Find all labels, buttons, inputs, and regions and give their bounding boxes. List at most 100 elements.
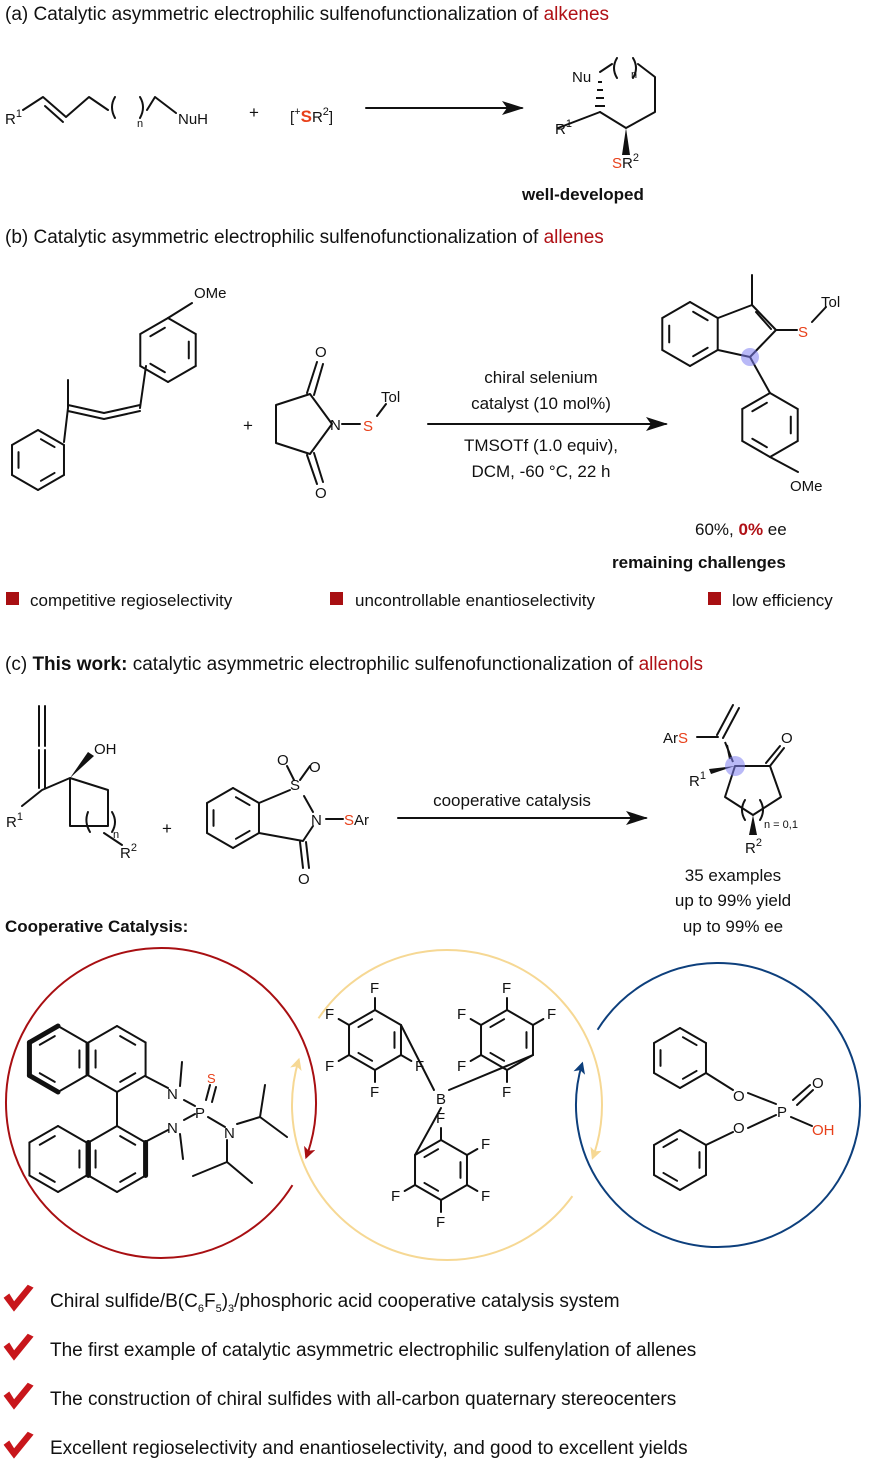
bond <box>480 1009 508 1026</box>
svg-text:R1: R1 <box>555 118 572 138</box>
allene-reactant: OMe <box>11 285 227 491</box>
bond <box>751 437 768 449</box>
bond <box>39 438 56 449</box>
bond <box>139 365 169 383</box>
bond <box>423 1181 440 1192</box>
cyclic-ketone-product: ArS O R1 n = 0,1 R2 <box>663 704 798 857</box>
challenge-item: competitive regioselectivity <box>30 591 233 610</box>
bullet-icon <box>708 592 721 605</box>
bond <box>531 1018 545 1026</box>
bond <box>469 1054 483 1062</box>
result-yield-ee: 60%, 0% ee <box>695 520 787 539</box>
bond <box>689 301 719 319</box>
bond <box>348 1054 376 1071</box>
nuh-label: NuH <box>178 111 208 128</box>
bond <box>692 346 709 358</box>
bond <box>119 1135 137 1146</box>
bond <box>440 1139 468 1156</box>
svg-text:DCM, -60 °C, 22 h: DCM, -60 °C, 22 h <box>471 462 610 481</box>
svg-text:chiral selenium: chiral selenium <box>484 368 597 387</box>
bond <box>232 832 260 849</box>
bond <box>348 1009 376 1026</box>
bond <box>414 1107 442 1156</box>
repeat-n: n <box>137 118 143 130</box>
svg-text:O: O <box>298 871 310 888</box>
fluorine-atom: F <box>547 1006 556 1023</box>
benzene-ring <box>28 1125 88 1193</box>
bullet-icon <box>330 592 343 605</box>
bond <box>87 1125 118 1144</box>
bond <box>679 1129 707 1146</box>
indene-product: S Tol OMe <box>661 274 840 495</box>
bond <box>37 474 65 491</box>
svg-text:O: O <box>277 752 289 769</box>
svg-text:S: S <box>207 1071 216 1086</box>
bond <box>234 829 251 840</box>
svg-text:Tol: Tol <box>381 389 400 406</box>
svg-text:OH: OH <box>812 1122 835 1139</box>
bond <box>38 1172 56 1183</box>
checkmark-icon <box>3 1284 34 1312</box>
well-developed-label: well-developed <box>521 185 644 204</box>
bond <box>28 1174 59 1193</box>
fluorine-atom: F <box>436 1110 445 1127</box>
bond <box>653 1174 681 1191</box>
bond <box>26 1023 61 1045</box>
bond <box>87 1074 118 1093</box>
bond <box>116 1074 147 1093</box>
highlight-item: Chiral sulfide/B(C6F5)3/phosphoric acid … <box>3 1284 620 1315</box>
benzene-ring <box>653 1129 707 1191</box>
svg-text:R1: R1 <box>689 770 706 790</box>
bond <box>414 1184 442 1201</box>
stereocenter-highlight <box>741 348 759 366</box>
cooperative-catalysis-title: Cooperative Catalysis: <box>5 917 188 936</box>
bond <box>337 1054 351 1062</box>
benzene-ring <box>139 317 197 383</box>
highlight-item: The construction of chiral sulfides with… <box>3 1382 676 1410</box>
bond <box>679 1027 707 1044</box>
benzene-ring <box>480 1009 534 1071</box>
bond <box>662 1138 679 1149</box>
bond <box>679 1174 707 1191</box>
bond <box>662 1171 679 1182</box>
bond <box>653 1027 681 1044</box>
bond <box>206 832 234 849</box>
highlights-list: Chiral sulfide/B(C6F5)3/phosphoric acid … <box>3 1284 696 1459</box>
svg-text:S: S <box>798 324 808 341</box>
benzene-ring <box>11 429 65 491</box>
bond <box>337 1018 351 1026</box>
fluorine-atom: F <box>457 1006 466 1023</box>
remaining-challenges-title: remaining challenges <box>612 553 786 572</box>
bond <box>489 1051 506 1062</box>
n-arylthio-saccharin: S O O N O SAr <box>206 752 369 888</box>
section-a-title: (a) Catalytic asymmetric electrophilic s… <box>5 4 609 25</box>
svg-text:ArS: ArS <box>663 730 688 747</box>
svg-text:n = 0,1: n = 0,1 <box>764 819 798 831</box>
bond <box>403 1184 417 1192</box>
svg-text:TMSOTf (1.0 equiv),: TMSOTf (1.0 equiv), <box>464 436 618 455</box>
alkene-reactant: R1 n NuH <box>5 96 208 130</box>
bond <box>37 429 65 446</box>
bond <box>440 1184 468 1201</box>
benzene-ring <box>653 1027 707 1089</box>
diphenyl-phosphoric-acid: O O P O OH <box>653 1027 835 1191</box>
bond <box>423 1148 440 1159</box>
svg-text:Tol: Tol <box>821 294 840 311</box>
svg-text:OMe: OMe <box>790 478 823 495</box>
bond <box>661 349 691 367</box>
bond <box>692 310 709 322</box>
borane-cycle-arrow <box>317 949 603 1160</box>
bond <box>681 1036 698 1047</box>
fluorine-atom: F <box>481 1188 490 1205</box>
svg-text:R1: R1 <box>6 811 23 831</box>
highlight-item: Excellent regioselectivity and enantiose… <box>3 1431 688 1459</box>
svg-text:up to 99% yield: up to 99% yield <box>675 891 791 910</box>
svg-text:N: N <box>224 1125 235 1142</box>
chiral-sulfide-cycle-arrow <box>5 947 317 1260</box>
svg-text:OH: OH <box>94 741 117 758</box>
bond <box>167 317 197 335</box>
svg-text:Excellent regioselectivity and: Excellent regioselectivity and enantiose… <box>50 1438 688 1459</box>
bond <box>489 1018 506 1029</box>
svg-text:O: O <box>781 730 793 747</box>
bond <box>414 1139 442 1156</box>
